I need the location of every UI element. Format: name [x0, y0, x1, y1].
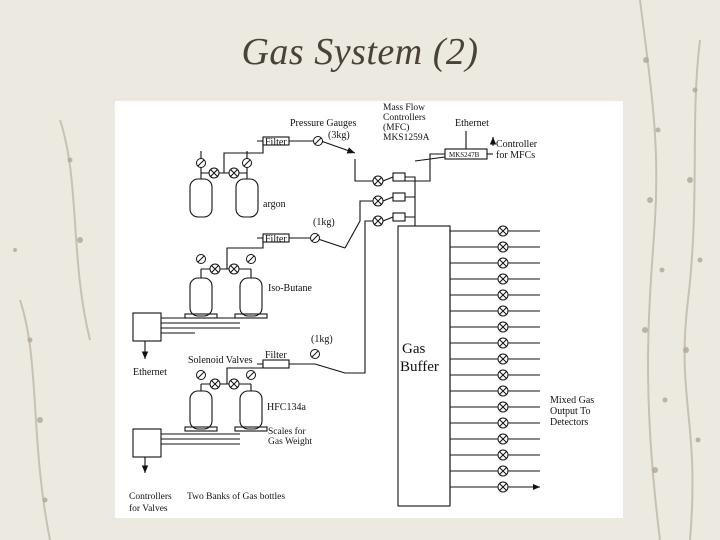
label-pressure-1kg-a: (1kg)	[313, 217, 335, 228]
gas-system-schematic: Pressure Gauges (3kg) Filter Mass Flow C…	[129, 103, 594, 514]
label-filter-argon: Filter	[265, 137, 287, 148]
label-output-2: Output To	[550, 406, 591, 417]
label-mfc-3: (MFC)	[383, 122, 409, 133]
argon-filter	[262, 136, 290, 146]
slide-title: Gas System (2)	[241, 31, 479, 73]
label-ethernet-top: Ethernet	[455, 118, 489, 129]
output-lines	[450, 230, 540, 487]
label-controllers-2: for Valves	[129, 503, 168, 514]
label-controllers-1: Controllers	[129, 492, 172, 502]
label-controller-2: for MFCs	[496, 150, 535, 161]
label-output-3: Detectors	[550, 417, 588, 428]
label-mfc-2: Controllers	[383, 113, 426, 123]
hfc-bottle-right	[239, 384, 263, 430]
label-controller-1: Controller	[496, 139, 538, 150]
label-ethernet-left: Ethernet	[133, 367, 167, 378]
label-pressure-gauges: Pressure Gauges	[290, 118, 356, 129]
isobutane-bottle-left	[189, 269, 213, 317]
label-banks: Two Banks of Gas bottles	[187, 491, 285, 502]
label-mfc-4: MKS1259A	[383, 133, 430, 143]
label-filter-isobutane: Filter	[265, 234, 287, 245]
label-mks-box: MKS247B	[449, 151, 480, 159]
label-gas-buffer-1: Gas	[402, 341, 425, 357]
label-mfc-1: Mass Flow	[383, 103, 425, 113]
mfc-3	[392, 212, 406, 222]
argon-bottle-right	[235, 171, 259, 218]
label-filter-hfc: Filter	[265, 350, 287, 361]
scale-isobutane-right	[234, 313, 268, 319]
output-valves	[497, 225, 509, 493]
label-scales-1: Scales for	[268, 426, 307, 437]
label-isobutane: Iso-Butane	[268, 283, 312, 294]
label-pressure-3kg: (3kg)	[328, 130, 350, 141]
label-argon: argon	[263, 199, 286, 210]
scale-hfc-right	[234, 426, 268, 432]
label-scales-2: Gas Weight	[268, 437, 313, 447]
label-solenoid: Solenoid Valves	[188, 355, 253, 366]
valve-controller-box-2	[132, 428, 162, 458]
hfc-bottle-left	[189, 384, 213, 430]
label-gas-buffer-2: Buffer	[400, 359, 439, 375]
label-hfc: HFC134a	[267, 402, 306, 413]
mfc-1	[392, 172, 406, 182]
mfc-2	[392, 192, 406, 202]
argon-bottle-left	[189, 171, 213, 218]
isobutane-filter	[262, 233, 290, 243]
isobutane-bottle-right	[239, 269, 263, 317]
scale-hfc-left	[184, 426, 218, 432]
label-output-1: Mixed Gas	[550, 395, 594, 406]
hfc-filter	[262, 359, 290, 369]
gas-buffer	[397, 225, 451, 507]
gas-system-diagram: Pressure Gauges (3kg) Filter Mass Flow C…	[115, 101, 623, 518]
valve-controller-box-1	[132, 312, 162, 342]
mfc-inlet-valves	[372, 175, 384, 227]
label-pressure-1kg-b: (1kg)	[311, 334, 333, 345]
